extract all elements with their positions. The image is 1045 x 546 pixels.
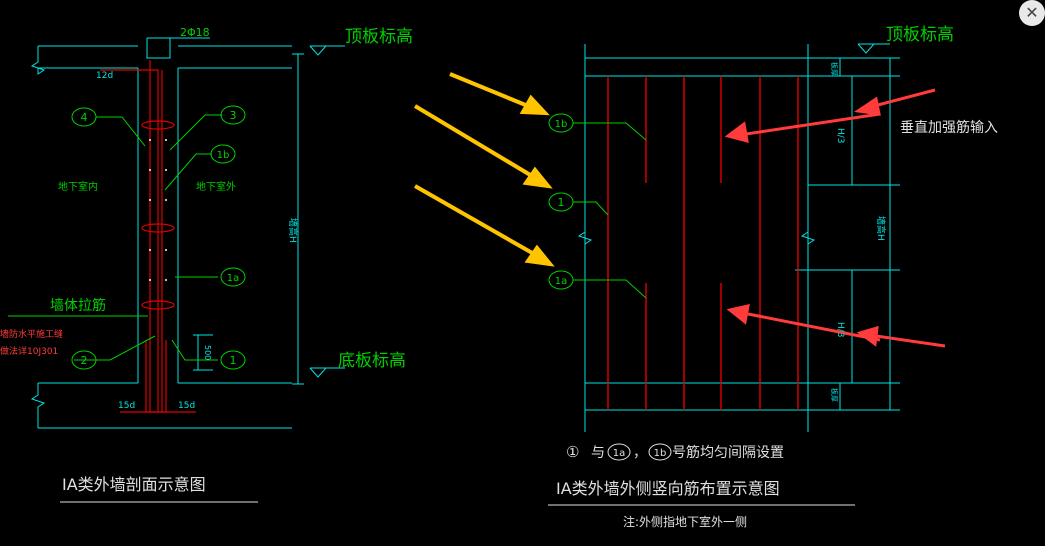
bubble-4-text: 4 xyxy=(81,111,88,124)
left-slab-outlines xyxy=(30,37,304,429)
left-leaders xyxy=(8,114,222,361)
bubble-2-text: 2 xyxy=(81,354,88,367)
left-bottom-level: 底板标高 xyxy=(338,351,406,371)
plate-thickness-top: 板厚 xyxy=(830,62,839,76)
red-arrows xyxy=(724,88,946,348)
anchor-15d-right: 15d xyxy=(178,401,195,411)
left-level-marks xyxy=(309,45,345,378)
plate-thickness-bottom: 板厚 xyxy=(830,388,839,402)
left-wall-height: 墙高H xyxy=(287,218,299,243)
bubble-1a-right-text: 1a xyxy=(555,276,568,287)
right-top-level: 顶板标高 xyxy=(886,25,954,45)
left-rebar-dots xyxy=(149,139,167,281)
right-frame xyxy=(577,44,900,432)
bubble-2 xyxy=(71,350,97,370)
tie-label: 墙体拉筋 xyxy=(50,297,106,314)
bubble-3 xyxy=(220,105,246,125)
anchor-12d: 12d xyxy=(96,71,113,81)
note-rest: 号筋均匀间隔设置 xyxy=(672,444,784,461)
anchor-15d-left: 15d xyxy=(118,401,135,411)
interior-label: 地下室内 xyxy=(58,180,98,193)
note-and: 与 xyxy=(591,445,605,461)
right-title: ⅠA类外墙外侧竖向筋布置示意图 xyxy=(556,479,780,498)
bubble-4 xyxy=(71,107,97,127)
bubble-1b-right-text: 1b xyxy=(555,119,568,130)
bubble-1a-left-text: 1a xyxy=(227,273,240,284)
footnote: 注:外侧指地下室外一侧 xyxy=(623,514,747,529)
bubble-1-right-text: 1 xyxy=(558,196,565,209)
bubble-1-left xyxy=(220,350,246,370)
bubble-1b-left-text: 1b xyxy=(217,150,230,161)
close-icon: ✕ xyxy=(1025,3,1039,22)
top-rebar-label: 2Φ18 xyxy=(180,26,210,39)
right-bubbles xyxy=(548,113,574,290)
left-title: ⅠA类外墙剖面示意图 xyxy=(62,475,206,494)
right-layout-drawing: 顶板标高 垂直加强筋输入 1b 1 1a H/3 H/3 墙高H 板厚 板厚 ①… xyxy=(413,25,998,529)
note-1b-text: 1b xyxy=(654,448,667,459)
note-bubble-1b xyxy=(648,443,672,461)
yellow-arrows xyxy=(413,72,555,267)
left-rebars xyxy=(100,60,196,413)
bubble-1b-left xyxy=(210,144,236,164)
close-button[interactable]: ✕ xyxy=(1019,0,1045,26)
bubble-1b-right xyxy=(548,113,574,133)
dim-500: 500 xyxy=(203,345,212,360)
h3-bottom: H/3 xyxy=(835,322,845,338)
rebar-input-annotation: 垂直加强筋输入 xyxy=(900,119,998,136)
bubble-1a-left xyxy=(220,267,246,287)
bubble-3-text: 3 xyxy=(230,109,237,122)
bubble-1a-right xyxy=(548,270,574,290)
note-comma: ， xyxy=(633,445,647,461)
left-top-level: 顶板标高 xyxy=(345,27,413,47)
left-section-drawing: 2Φ18 顶板标高 底板标高 12d 15d 15d 地下室内 地下室外 墙高H… xyxy=(0,26,413,503)
note-bubble-1a xyxy=(607,443,631,461)
right-level-mark xyxy=(857,43,890,54)
exterior-label: 地下室外 xyxy=(196,180,236,193)
left-bubbles xyxy=(71,105,246,370)
right-wall-height: 墙高H xyxy=(875,216,887,241)
waterproof-note-1: 墙防水平施工缝 xyxy=(0,328,63,340)
waterproof-note-2: 做法详10J301 xyxy=(0,345,58,357)
note-circle-1: ① xyxy=(566,443,579,461)
right-rebars xyxy=(607,76,799,410)
h3-top: H/3 xyxy=(835,128,845,144)
note-1a-text: 1a xyxy=(613,448,626,459)
right-leaders xyxy=(573,122,647,299)
bubble-1-right xyxy=(548,192,574,212)
bubble-1-left-text: 1 xyxy=(230,354,237,367)
